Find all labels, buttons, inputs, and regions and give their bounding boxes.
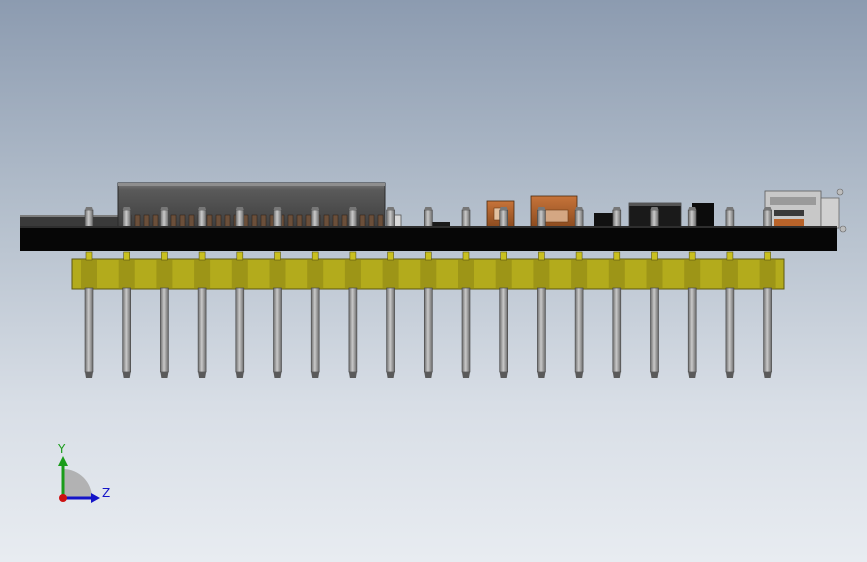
module-tooth <box>170 214 177 228</box>
module-tooth <box>287 214 294 228</box>
header-pin <box>160 287 169 378</box>
pin-tip <box>310 207 320 228</box>
black-component-3 <box>692 203 714 228</box>
header-band <box>344 251 361 289</box>
header-pin <box>725 287 735 378</box>
module-tooth <box>134 214 141 228</box>
module-tooth <box>206 214 213 228</box>
header-band <box>495 251 512 289</box>
header-band <box>759 251 776 289</box>
header-pin <box>310 287 320 378</box>
pin-tip <box>423 207 433 228</box>
coordinate-triad: Y Z <box>48 440 118 510</box>
board-left-shield <box>20 215 120 228</box>
header-pin <box>386 287 395 378</box>
pin-tip <box>273 207 282 228</box>
pin-tip <box>160 207 169 228</box>
module-tooth <box>296 214 303 228</box>
pin-tip <box>386 207 395 228</box>
module-tooth <box>377 214 384 228</box>
pin-tip <box>197 207 207 228</box>
header-pin <box>650 287 659 378</box>
pin-tip <box>725 207 735 228</box>
pin-tip <box>537 207 546 228</box>
pin-tip <box>235 207 245 228</box>
module-tooth <box>323 214 330 228</box>
module-tooth <box>188 214 195 228</box>
header-band <box>533 251 550 289</box>
module-tooth <box>215 214 222 228</box>
pin-tip <box>612 207 622 228</box>
z-axis-label: Z <box>102 486 111 500</box>
header-band <box>721 251 738 289</box>
pin-tip <box>650 207 659 228</box>
header-pin <box>348 287 358 378</box>
header-pin <box>84 287 94 378</box>
origin-marker <box>59 494 67 502</box>
header-band <box>81 251 97 289</box>
header-pin <box>537 287 546 378</box>
small-component-2 <box>432 222 450 228</box>
module-tooth <box>224 214 231 228</box>
header-band <box>608 251 625 289</box>
header-band <box>194 251 211 289</box>
header-pin <box>687 287 697 378</box>
header-band <box>646 251 663 289</box>
header-pin <box>423 287 433 378</box>
header-pin <box>197 287 207 378</box>
pin-tip <box>687 207 697 228</box>
pin-tips-top <box>84 207 772 228</box>
pin-tip <box>574 207 584 228</box>
header-pin <box>235 287 245 378</box>
header-pin <box>122 287 131 378</box>
header-band <box>684 251 701 289</box>
pcb-board <box>20 226 837 251</box>
pin-tip <box>122 207 131 228</box>
triad-plane-quadrant <box>63 469 92 498</box>
header-band <box>118 251 135 289</box>
module-tooth <box>332 214 339 228</box>
module-tooth <box>152 214 159 228</box>
header-band <box>571 251 588 289</box>
pin-tip <box>461 207 471 228</box>
module-tooth <box>143 214 150 228</box>
header-pins <box>84 287 772 378</box>
header-band <box>269 251 286 289</box>
module-tooth <box>368 214 375 228</box>
pin-header-bands <box>81 251 776 289</box>
header-band <box>458 251 474 289</box>
header-band <box>231 251 248 289</box>
header-pin <box>499 287 509 378</box>
pin-tip <box>348 207 358 228</box>
y-axis-label: Y <box>58 442 66 456</box>
header-pin <box>612 287 622 378</box>
module-tooth <box>179 214 186 228</box>
module-tooth <box>251 214 258 228</box>
pin-tip <box>763 207 772 228</box>
header-pin <box>461 287 471 378</box>
module-tooth <box>305 214 312 228</box>
module-tooth <box>359 214 366 228</box>
pin-tip <box>84 207 94 228</box>
black-component-1 <box>594 213 616 228</box>
header-band <box>307 251 324 289</box>
header-pin <box>273 287 282 378</box>
pin-tip <box>499 207 509 228</box>
header-pin <box>763 287 772 378</box>
header-band <box>420 251 437 289</box>
header-pin <box>574 287 584 378</box>
module-tooth <box>341 214 348 228</box>
header-band <box>382 251 399 289</box>
module-tooth <box>260 214 267 228</box>
header-band <box>156 251 173 289</box>
